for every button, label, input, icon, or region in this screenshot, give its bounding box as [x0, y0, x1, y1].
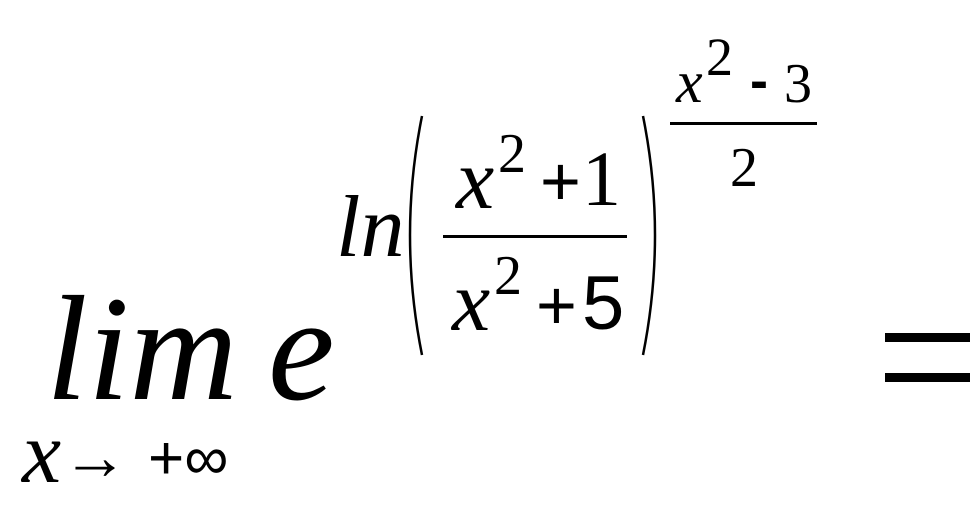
lim-operator: lim	[46, 266, 238, 432]
numerator-power: 2	[498, 123, 526, 185]
equals-bottom-bar	[885, 373, 970, 382]
numerator-constant: 1	[582, 135, 621, 222]
exponent-numerator-operator: -	[750, 51, 768, 111]
exponent-numerator-power: 2	[706, 27, 733, 87]
inner-fraction-bar	[443, 235, 627, 238]
limit-variable: x	[22, 405, 62, 502]
limit-arrow: →	[62, 421, 128, 494]
denominator-variable: x	[452, 253, 491, 349]
ln-function: ln	[336, 179, 405, 276]
exponent-numerator-variable: x	[676, 49, 703, 115]
numerator-variable: x	[456, 131, 495, 227]
exponent-fraction-bar	[670, 122, 817, 125]
exponent-numerator-constant: 3	[784, 53, 812, 115]
right-paren	[641, 115, 657, 356]
denominator-operator: +	[536, 266, 577, 344]
numerator-operator: +	[540, 142, 581, 220]
denominator-constant: 5	[582, 261, 625, 346]
denominator-power: 2	[494, 245, 522, 307]
exponential-base: e	[268, 266, 335, 432]
equals-top-bar	[885, 333, 970, 342]
limit-target: +∞	[148, 424, 229, 493]
exponent-denominator: 2	[730, 137, 758, 199]
left-paren	[408, 115, 424, 356]
